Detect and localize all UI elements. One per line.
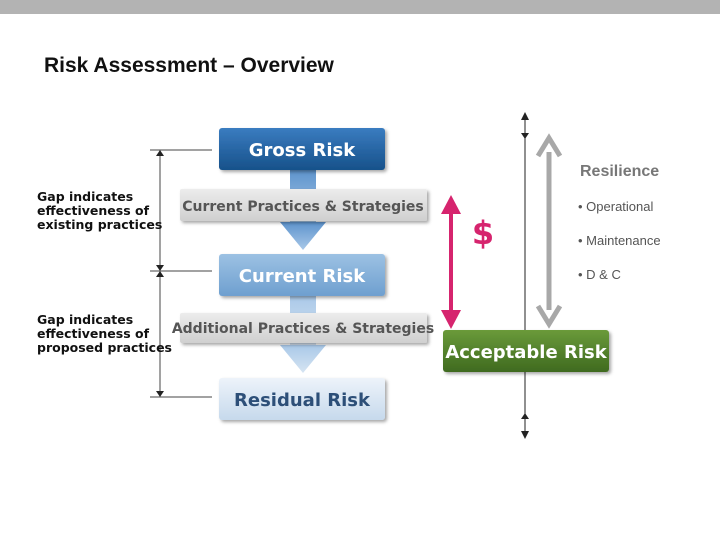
cost-double-arrow	[441, 195, 461, 329]
residual-risk-box: Residual Risk	[219, 378, 385, 420]
gap-existing-text: Gap indicates effectiveness of existing …	[37, 189, 162, 232]
slide-title: Risk Assessment – Overview	[44, 54, 334, 77]
current-risk-label: Current Risk	[239, 266, 366, 287]
dollar-sign: $	[472, 214, 494, 252]
resilience-item-operational: • Operational	[578, 199, 653, 214]
bracket-arrowheads	[156, 150, 164, 397]
gross-risk-label: Gross Risk	[249, 140, 356, 161]
resilience-item-dc: • D & C	[578, 267, 621, 282]
resilience-heading: Resilience	[580, 163, 659, 180]
resilience-double-arrow	[535, 133, 563, 329]
gap-proposed-line-3: proposed practices	[37, 340, 172, 355]
gap-proposed-text: Gap indicates effectiveness of proposed …	[37, 312, 172, 355]
additional-practices-label: Additional Practices & Strategies	[172, 321, 434, 337]
gap-proposed-line-2: effectiveness of	[37, 326, 150, 341]
gap-bracket	[150, 149, 212, 398]
acceptable-risk-label: Acceptable Risk	[445, 342, 607, 363]
gap-existing-line-3: existing practices	[37, 217, 162, 232]
gross-risk-box: Gross Risk	[219, 128, 385, 170]
resilience-item-maintenance: • Maintenance	[578, 233, 661, 248]
gap-existing-line-2: effectiveness of	[37, 203, 150, 218]
gap-proposed-line-1: Gap indicates	[37, 312, 133, 327]
scale-axis	[521, 112, 529, 439]
acceptable-risk-box: Acceptable Risk	[443, 330, 609, 372]
residual-risk-label: Residual Risk	[234, 390, 371, 411]
gap-existing-line-1: Gap indicates	[37, 189, 133, 204]
current-practices-box: Current Practices & Strategies	[180, 189, 427, 221]
top-bar	[0, 0, 720, 14]
current-practices-label: Current Practices & Strategies	[182, 199, 424, 215]
additional-practices-box: Additional Practices & Strategies	[172, 313, 434, 343]
current-risk-box: Current Risk	[219, 254, 385, 296]
